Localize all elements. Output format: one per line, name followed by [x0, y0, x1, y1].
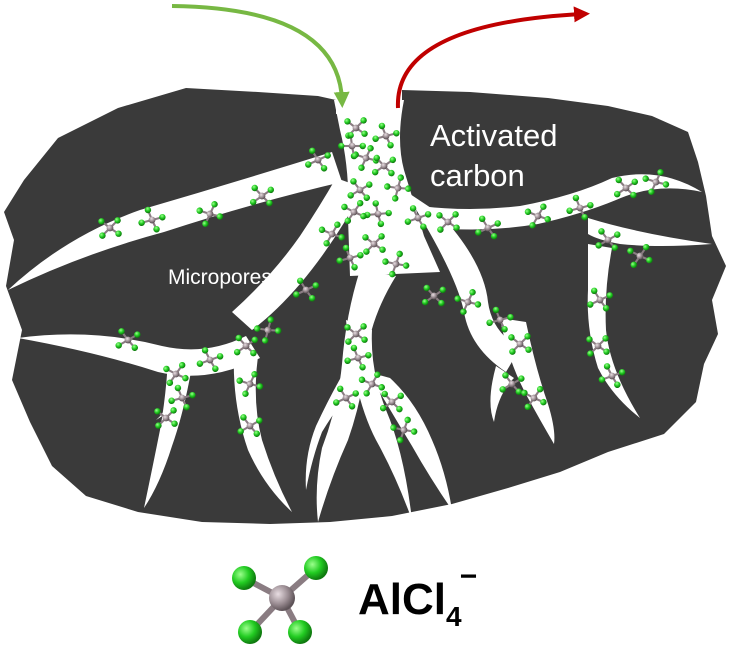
label-carbon: carbon [430, 158, 525, 193]
legend-formula-sub: 4 [446, 601, 462, 632]
alcl4-molecule [196, 201, 224, 227]
alcl4-molecule [347, 178, 373, 201]
alcl4-molecule [379, 390, 405, 413]
alcl4-molecule [358, 371, 385, 397]
alcl4-molecule [163, 361, 189, 387]
alcl4-molecule [336, 244, 364, 271]
alcl4-molecule [508, 333, 532, 355]
legend-formula-main: AlCl [358, 575, 446, 624]
alcl4-molecule [613, 176, 639, 199]
alcl4-molecule [344, 323, 368, 345]
label-activated: Activated [430, 118, 558, 153]
alcl4-molecule [595, 228, 621, 251]
alcl4-molecule [341, 199, 367, 225]
alcl4-molecule [254, 316, 282, 344]
alcl4-molecule [318, 221, 345, 247]
alcl4-molecule [371, 154, 397, 177]
alcl4-molecule [154, 407, 178, 429]
alcl4-molecule [521, 385, 547, 411]
alcl4-molecule [138, 206, 166, 233]
outflow-arrow-icon [395, 6, 590, 109]
molecule-layer [98, 117, 670, 444]
alcl4-molecule [586, 335, 610, 357]
alcl4-molecule [305, 147, 331, 172]
pore-upper-left [8, 152, 342, 290]
pore-right-branch [404, 190, 520, 372]
alcl4-molecule [486, 306, 514, 333]
alcl4-molecule [372, 122, 400, 149]
alcl4-molecule [642, 169, 670, 195]
alcl4-molecule [475, 215, 501, 240]
alcl4-molecule [364, 200, 392, 228]
alcl4-molecule [196, 347, 224, 373]
pore-right-side [588, 218, 712, 246]
alcl4-molecule [233, 334, 259, 357]
legend-formula: AlCl4 − [358, 560, 477, 632]
alcl4-molecule [344, 344, 372, 371]
alcl4-molecule [421, 284, 447, 307]
pore-upper-right [420, 174, 702, 230]
pore-center-c [368, 372, 452, 510]
alcl4-molecule [168, 384, 196, 411]
alcl4-molecule [249, 184, 275, 207]
label-micropores: Micropores [168, 266, 272, 289]
alcl4-molecule [384, 174, 412, 202]
legend: AlCl4 − [232, 556, 477, 644]
pore-right-descend [587, 244, 640, 418]
alcl4-molecule [587, 287, 613, 312]
alcl4-molecule [524, 203, 551, 229]
pore-left-branch [232, 178, 364, 330]
alcl4-molecule [404, 205, 432, 231]
alcl4-molecule [236, 371, 264, 397]
alcl4-molecule [499, 372, 525, 395]
alcl4-molecule [293, 277, 319, 302]
alcl4-molecule [115, 328, 141, 351]
alcl4-molecule [338, 132, 366, 160]
alcl4-molecule [344, 117, 368, 139]
alcl4-molecule [627, 243, 653, 269]
alcl4-molecule [598, 363, 626, 389]
alcl4-molecule [436, 211, 460, 233]
alcl4-molecule [382, 250, 410, 278]
pore-left-fork-c [233, 352, 292, 512]
alcl4-molecule [454, 289, 482, 315]
inflow-arrow-icon [171, 4, 350, 108]
alcl4-molecule [98, 217, 122, 239]
alcl4-molecule [566, 194, 594, 221]
legend-formula-charge: − [460, 560, 478, 593]
alcl4-molecule-icon [232, 556, 328, 644]
alcl4-molecule [237, 414, 263, 437]
alcl4-molecule [390, 416, 418, 444]
alcl4-molecule [362, 233, 386, 255]
pore-center-d [305, 372, 360, 490]
alcl4-molecule [333, 385, 359, 410]
